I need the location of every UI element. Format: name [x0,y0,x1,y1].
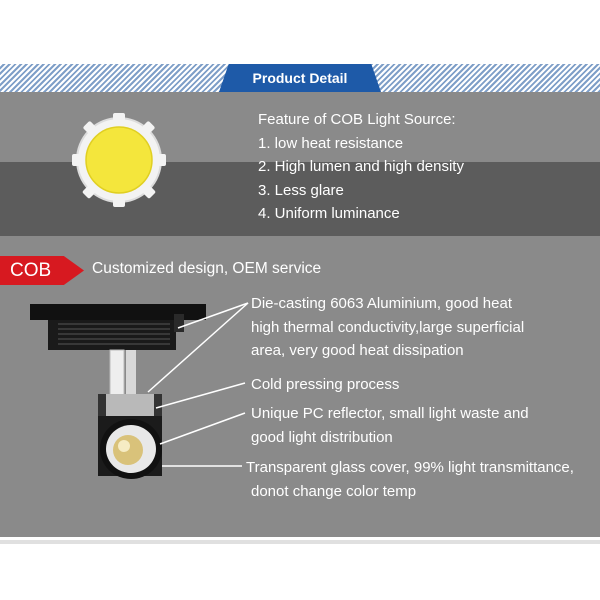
annotation-glass-cover: Transparent glass cover, 99% light trans… [246,456,574,503]
feature-item: 1. low heat resistance [258,134,404,152]
annotation-line: area, very good heat dissipation [251,342,464,359]
track-light-illustration [30,304,206,479]
bottom-divider [0,540,600,544]
annotation-reflector: Unique PC reflector, small light waste a… [251,402,529,449]
cob-badge: COB [0,256,84,285]
annotation-cold-pressing: Cold pressing process [251,373,399,397]
annotation-line: Die-casting 6063 Aluminium, good heat [251,295,512,312]
feature-heading: Feature of COB Light Source: [258,111,456,128]
annotation-line: Unique PC reflector, small light waste a… [251,405,529,422]
annotation-line: donot change color temp [251,482,417,500]
feature-item: 4. Uniform luminance [258,205,400,222]
annotation-heat-sink: Die-casting 6063 Aluminium, good heat hi… [251,292,524,363]
annotation-line: good light distribution [251,428,393,446]
product-detail-tab[interactable]: Product Detail [219,64,381,92]
feature-list: Feature of COB Light Source: 1. low heat… [258,108,464,226]
feature-item: 3. Less glare [258,181,344,199]
annotation-line: Cold pressing process [251,376,400,393]
feature-item: 2. High lumen and high density [258,158,464,175]
cob-tagline: Customized design, OEM service [92,260,322,277]
annotation-leaders [147,302,249,467]
cob-chip-icon [72,113,166,207]
annotation-line: Transparent glass cover, 99% light trans… [246,459,574,476]
annotation-line: high thermal conductivity,large superfic… [251,318,525,336]
